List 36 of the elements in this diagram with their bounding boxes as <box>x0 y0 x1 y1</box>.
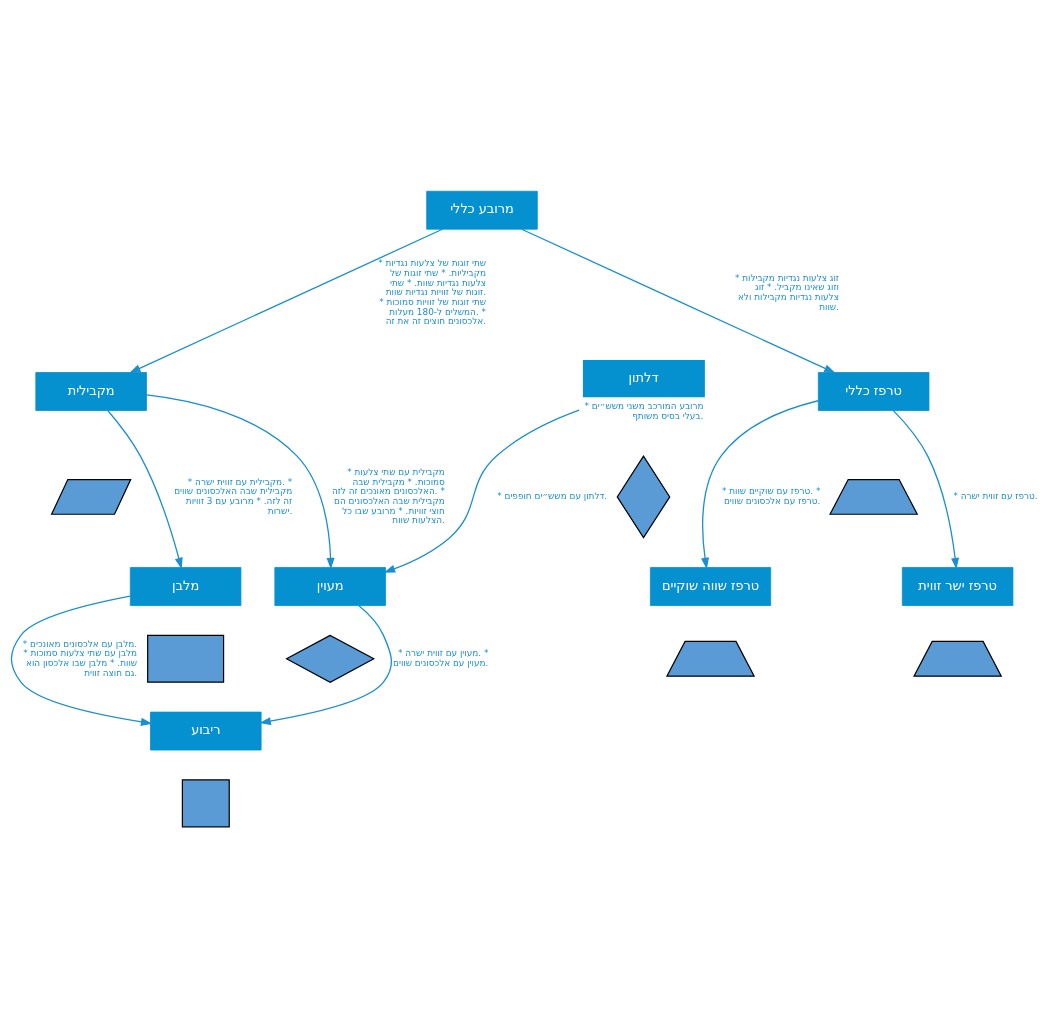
node-box: מקבילית <box>35 371 147 411</box>
edge-label: * טרפז עם שוקיים שוות. * טרפז עם אלכסונים שווים. <box>721 485 821 506</box>
node-box: דלתון <box>582 359 705 397</box>
edge-label: * שתי זוגות של צלעות נגדיות מקביליות. * שתי זוגות של צלעות נגדיות שוות. * שתי זוגות של זוויות נגדיות שוות. * שתי זוגות של זוויות סמוכות המשלים ל-180 מעלות. * אלכסונים חוצים זה את זה. <box>378 257 487 326</box>
node-box <box>147 634 225 683</box>
node-box: מרובע כללי <box>426 190 538 230</box>
arrow <box>701 399 819 569</box>
edge-label: * מעוין עם זווית ישרה. * מעוין עם אלכסונים שווים. <box>393 647 489 668</box>
arrow <box>145 393 335 569</box>
node-box: מעוין <box>274 566 386 606</box>
node-trapezoid <box>829 478 919 515</box>
edge-label: * מלבן עם אלכסונים מאונכים. * מלבן עם שתי צלעות סמוכות שוות. * מלבן שבו אלכסון הוא גם חוצה זווית. <box>22 638 138 678</box>
edge-label: * מקבילית עם זווית ישרה. * מקבילית שבה האלכסונים שווים זה לזה. * מרובע עם 3 זוויות ישרות. <box>174 476 293 516</box>
edge-label: * טרפז עם זווית ישרה. <box>953 490 1038 501</box>
arrow <box>10 595 153 726</box>
node-box: טרפז שווה שוקיים <box>649 566 772 606</box>
edge-label: * דלתון עם משש״ים חופפים. <box>497 490 608 501</box>
node-diamond <box>285 634 376 683</box>
arrow <box>892 409 960 569</box>
node-box: מלבן <box>129 566 242 606</box>
node-kite <box>616 454 671 539</box>
arrow <box>129 228 443 373</box>
arrow <box>383 409 580 573</box>
edge-label: * זוג צלעות נגדיות מקבילות וזוג שאינו מקביל. * זוג צלעות נגדיות מקבילות ולא שוות. <box>734 272 839 312</box>
node-box: טרפז כללי <box>817 371 930 411</box>
node-square <box>181 778 230 827</box>
node-parallelogram <box>50 478 132 515</box>
node-label: * מרובע המורכב משני משש״ים בעלי בסיס משותף. <box>584 400 704 421</box>
arrow <box>107 409 183 569</box>
arrow <box>259 604 393 725</box>
node-box: טרפז ישר זווית <box>901 566 1014 606</box>
node-box: ריבוע <box>150 711 262 750</box>
node-trapezoid <box>913 640 1003 677</box>
node-trapezoid <box>665 640 756 677</box>
arrow <box>521 228 836 373</box>
edge-label: * מקבילית עם שתי צלעות סמוכות. * מקבילית שבה האלכסונים מאונכים זה לזה. * מקבילית שבה האלכסונים הם חוצי זוויות. * מרובע שבו כל הצלעות שוות. <box>331 466 445 525</box>
